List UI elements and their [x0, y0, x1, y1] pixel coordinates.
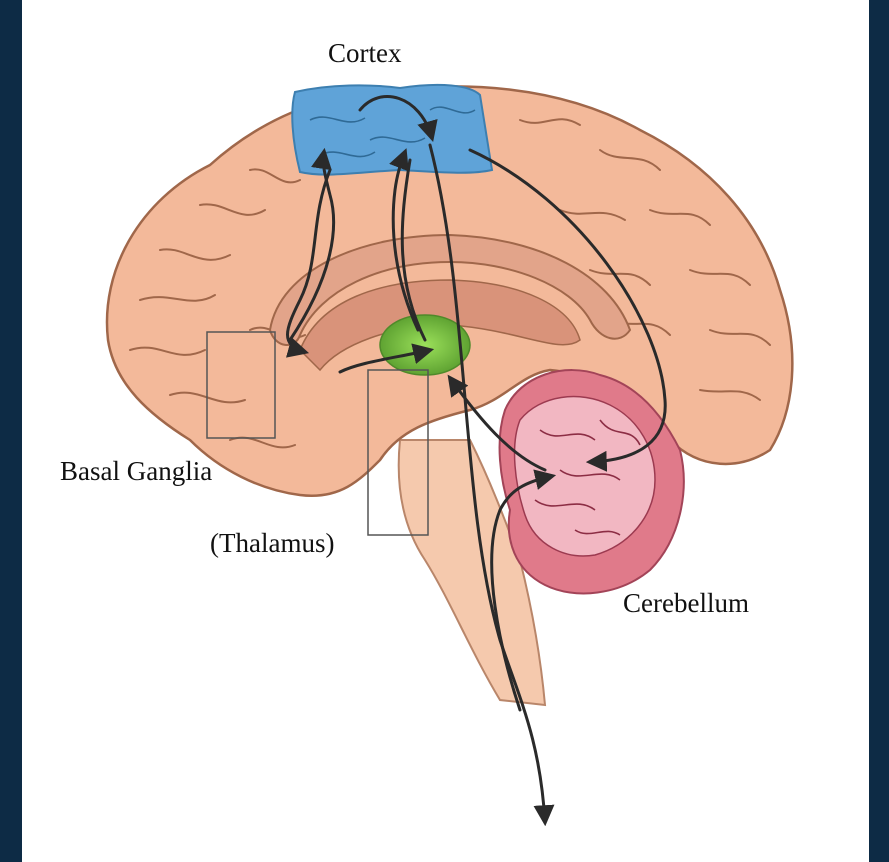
thalamus-label: (Thalamus) — [210, 530, 334, 557]
cortex-label: Cortex — [328, 40, 402, 67]
thalamus-region — [380, 315, 470, 375]
basal-ganglia-label: Basal Ganglia — [60, 458, 212, 485]
cerebellum-label: Cerebellum — [623, 590, 749, 617]
